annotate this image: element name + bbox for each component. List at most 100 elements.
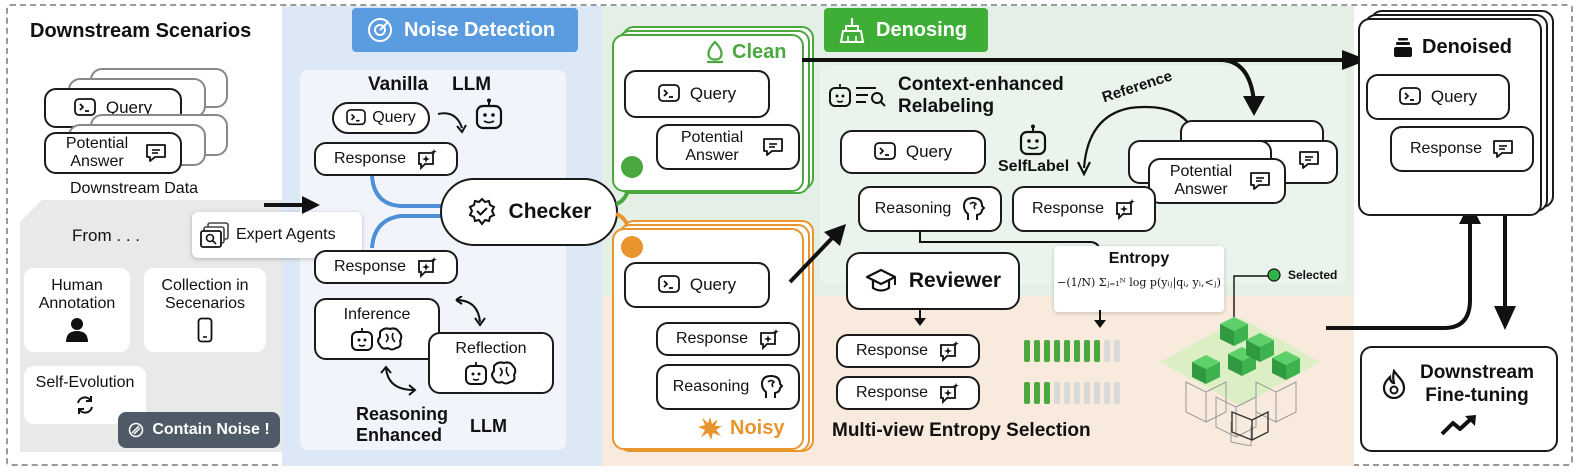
reflection-card: Reflection	[428, 332, 554, 394]
broom-icon	[838, 16, 866, 44]
sparkle-icon	[1114, 198, 1136, 220]
entropy-bar-segment	[1024, 340, 1030, 362]
scenarios-to-noise-arrow	[264, 196, 320, 214]
selflabel-label: SelfLabel	[998, 158, 1070, 175]
sparkle-icon	[416, 148, 438, 170]
entropy-bar-segment	[1074, 340, 1080, 362]
graduation-cap-icon	[865, 267, 897, 295]
downstream-data-label: Downstream Data	[70, 180, 199, 197]
collection-card: Collection in Secenarios	[144, 268, 266, 352]
entropy-down-arrow	[1094, 310, 1106, 328]
scenarios-title: Downstream Scenarios	[30, 20, 252, 42]
entropy-bars-a	[1024, 340, 1120, 362]
context-title-row: Context-enhanced Relabeling	[828, 74, 1098, 118]
noise-response-card-1: Response	[314, 142, 458, 176]
response-label: Response	[333, 150, 407, 167]
mv-response-card-a: Response	[836, 334, 980, 368]
clean-dot	[621, 156, 643, 178]
entropy-box: Entropy −(1/N) Σⱼ₌₁ᴺ log p(yᵢⱼ|qᵢ, yᵢ,<ⱼ…	[1054, 246, 1224, 312]
trend-up-icon	[1439, 413, 1479, 437]
vanilla-label: Vanilla	[368, 74, 429, 95]
terminal-icon	[1398, 87, 1421, 107]
selection-cubes-illustration	[1160, 268, 1320, 446]
entropy-bar-segment	[1104, 340, 1110, 362]
clean-query-card: Query	[624, 70, 770, 118]
response-label: Response	[855, 342, 929, 359]
clean-to-denoised-arrow	[802, 50, 1368, 116]
entropy-formula: −(1/N) Σⱼ₌₁ᴺ log p(yᵢⱼ|qᵢ, yᵢ,<ⱼ)	[1057, 276, 1221, 289]
entropy-bar-segment	[1024, 382, 1030, 404]
noise-detection-title-badge: Noise Detection	[352, 8, 578, 52]
response-label: Response	[333, 258, 407, 275]
denoise-reasoning-card: Reasoning	[858, 186, 1002, 232]
entropy-bar-segment	[1074, 382, 1080, 404]
inference-label: Inference	[343, 306, 411, 323]
robot-icon	[1018, 124, 1048, 156]
from-label: From . . .	[72, 226, 140, 245]
denoising-title-badge: Denosing	[824, 8, 988, 52]
reasoning-label: Reasoning	[874, 200, 952, 217]
noise-icon	[128, 422, 144, 438]
denoised-response-card: Response	[1390, 126, 1534, 172]
entropy-bar-segment	[1094, 382, 1100, 404]
human-annotation-label: Human Annotation	[38, 277, 116, 312]
entropy-bar-segment	[1104, 382, 1110, 404]
noisy-title-row: Noisy	[696, 414, 784, 442]
refresh-icon	[74, 394, 96, 416]
terminal-icon	[346, 109, 367, 127]
robot-brain-icon	[464, 360, 518, 386]
denoised-query-card: Query	[1366, 74, 1510, 120]
noise-response-card-2: Response	[314, 250, 458, 284]
entropy-bar-segment	[1054, 340, 1060, 362]
clean-answer-card: Potential Answer	[656, 124, 800, 170]
entropy-bar-segment	[1094, 340, 1100, 362]
contain-noise-label: Contain Noise !	[152, 421, 270, 438]
robot-brain-icon	[350, 326, 404, 352]
chat-icon	[145, 143, 167, 163]
finetune-card: Downstream Fine-tuning	[1360, 346, 1558, 452]
query-label: Query	[689, 84, 737, 103]
entropy-bar-segment	[1084, 382, 1090, 404]
flame-icon	[1381, 369, 1407, 399]
flow-lines-blue	[370, 175, 460, 249]
clean-title: Clean	[732, 40, 787, 63]
multi-view-title: Multi-view Entropy Selection	[832, 420, 1091, 441]
entropy-bar-segment	[1064, 340, 1070, 362]
query-label: Query	[1430, 87, 1478, 106]
query-to-llm-arrow	[437, 112, 467, 134]
entropy-title: Entropy	[1108, 250, 1170, 267]
reviewer-down-arrow	[914, 308, 926, 326]
noisy-reasoning-card: Reasoning	[656, 364, 800, 410]
selection-to-denoised-arrow	[1326, 202, 1481, 330]
denoised-to-finetune-arrow	[1494, 202, 1516, 330]
response-label: Response	[1409, 140, 1483, 157]
expert-agents-label: Expert Agents	[236, 226, 336, 243]
denoise-query-card: Query	[840, 130, 986, 174]
noisy-response-card: Response	[656, 322, 800, 356]
reflection-label: Reflection	[455, 340, 527, 357]
mv-response-card-b: Response	[836, 376, 980, 410]
vanilla-llm-label: LLM	[452, 74, 492, 95]
entropy-bar-segment	[1084, 340, 1090, 362]
entropy-bar-segment	[1034, 382, 1040, 404]
potential-answer-label: Potential Answer	[65, 135, 129, 170]
expert-agents-icon	[200, 221, 230, 249]
reviewer-node: Reviewer	[846, 252, 1020, 310]
noisy-query-card: Query	[624, 262, 770, 308]
reviewer-label: Reviewer	[908, 269, 1002, 292]
stack-icon	[1392, 37, 1414, 59]
query-label: Query	[905, 142, 953, 161]
person-icon	[65, 317, 89, 343]
checker-label: Checker	[508, 200, 592, 223]
robot-icon	[474, 98, 504, 132]
entropy-bar-segment	[1114, 340, 1120, 362]
checker-node: Checker	[440, 178, 618, 246]
terminal-icon	[657, 275, 680, 295]
reference-arrow	[1077, 106, 1195, 177]
contain-noise-badge: Contain Noise !	[118, 412, 280, 448]
badge-check-icon	[467, 197, 497, 227]
noise-query-card: Query	[332, 102, 430, 134]
entropy-bar-segment	[1064, 382, 1070, 404]
denoised-title: Denoised	[1422, 36, 1513, 58]
inference-card: Inference	[314, 298, 440, 360]
